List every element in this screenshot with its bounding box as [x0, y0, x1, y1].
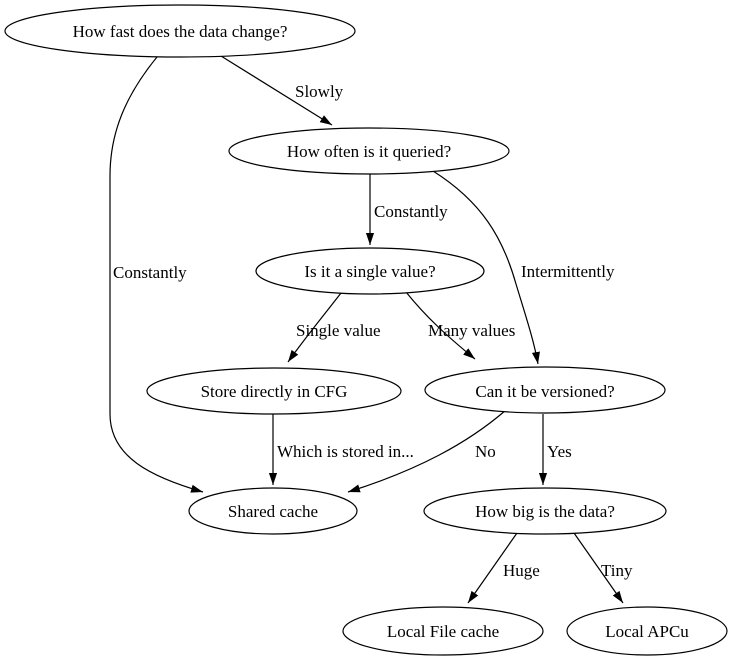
node-how-fast-does-data-change: How fast does the data change? [4, 4, 356, 58]
edge-label-constantly-mid: Constantly [374, 202, 448, 221]
edge-no: No [347, 409, 507, 493]
edge-many-values: Many values [405, 291, 515, 360]
node-label-versioned: Can it be versioned? [475, 382, 614, 401]
edge-yes: Yes [538, 414, 572, 485]
edge-label-intermittently: Intermittently [521, 262, 615, 281]
node-how-often-queried: How often is it queried? [228, 127, 510, 175]
node-local-file-cache: Local File cache [342, 606, 544, 656]
edge-label-single-value: Single value [296, 321, 381, 340]
node-label-how-big: How big is the data? [475, 502, 615, 521]
edge-which-is-stored-in: Which is stored in... [268, 414, 414, 485]
node-label-store-cfg: Store directly in CFG [201, 382, 348, 401]
edge-label-huge: Huge [503, 561, 540, 580]
node-label-single-value: Is it a single value? [304, 262, 435, 281]
edge-label-constantly-left: Constantly [113, 263, 187, 282]
edge-label-slowly: Slowly [295, 82, 344, 101]
edge-intermittently: Intermittently [432, 170, 615, 365]
node-label-shared-cache: Shared cache [228, 502, 318, 521]
edge-constantly-to-shared-cache: Constantly [109, 56, 204, 493]
edge-label-tiny: Tiny [601, 561, 633, 580]
node-label-local-apcu: Local APCu [605, 622, 689, 641]
edge-huge: Huge [467, 532, 540, 604]
node-can-it-be-versioned: Can it be versioned? [424, 366, 666, 414]
node-how-big-is-data: How big is the data? [423, 487, 667, 535]
node-shared-cache: Shared cache [188, 487, 358, 535]
edge-constantly-to-single-value: Constantly [365, 174, 448, 245]
node-local-apcu: Local APCu [566, 606, 728, 656]
node-label-local-file: Local File cache [387, 622, 499, 641]
node-label-how-fast: How fast does the data change? [73, 22, 288, 41]
edge-slowly: Slowly [220, 55, 344, 126]
edge-label-which-is-stored-in: Which is stored in... [277, 442, 414, 461]
edge-tiny: Tiny [573, 532, 633, 604]
node-label-how-often: How often is it queried? [287, 142, 451, 161]
edge-single-value: Single value [287, 292, 381, 363]
edge-label-yes: Yes [547, 442, 572, 461]
edge-label-no: No [475, 442, 496, 461]
node-store-directly-in-cfg: Store directly in CFG [146, 367, 402, 415]
node-is-single-value: Is it a single value? [255, 247, 485, 295]
edge-label-many-values: Many values [428, 321, 515, 340]
